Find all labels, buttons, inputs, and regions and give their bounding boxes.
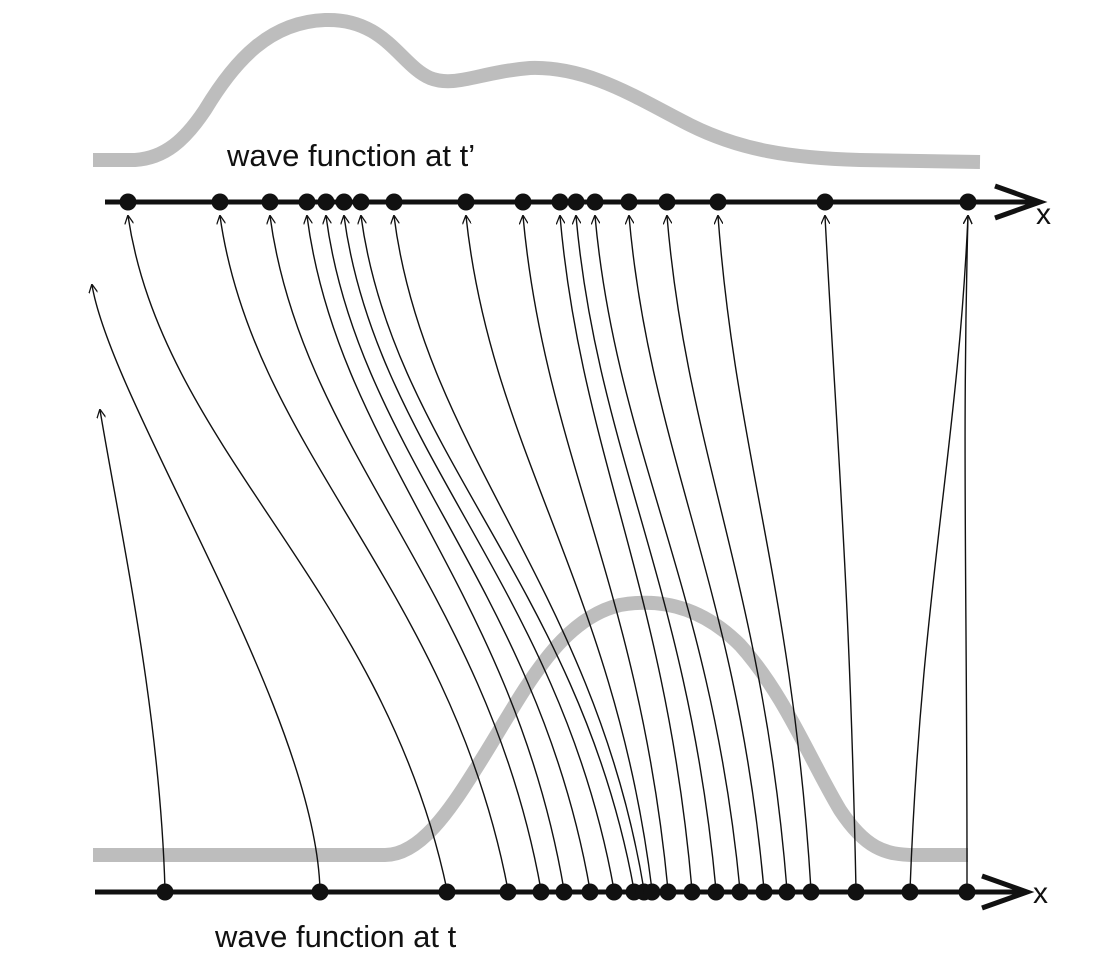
particle-dot: [847, 883, 865, 901]
top-axis-arrow-icon: [994, 183, 1048, 221]
top-axis-label: x: [1036, 198, 1051, 231]
particle-dot: [499, 883, 517, 901]
particle-dot: [261, 193, 279, 211]
particle-dot: [683, 883, 701, 901]
trajectory-line: [560, 216, 693, 891]
wave-function-bottom: [93, 595, 968, 862]
particle-dot: [298, 193, 316, 211]
particle-dot: [567, 193, 585, 211]
bottom-wave-label: wave function at t: [214, 919, 457, 954]
particle-dot: [658, 193, 676, 211]
particle-dot: [586, 193, 604, 211]
particle-dot: [778, 883, 796, 901]
trajectory-line: [825, 216, 857, 891]
particle-dot: [901, 883, 919, 901]
particle-dot: [755, 883, 773, 901]
trajectory-line: [307, 216, 565, 891]
particle-dot: [802, 883, 820, 901]
particle-dot: [438, 883, 456, 901]
trajectory-line: [361, 216, 635, 891]
particle-dot: [119, 193, 137, 211]
trajectory-line: [576, 216, 717, 891]
particle-dot: [731, 883, 749, 901]
bottom-axis-arrow-icon: [981, 873, 1035, 911]
particle-dot: [959, 193, 977, 211]
bottom-particles: [156, 883, 976, 901]
particle-dot: [643, 883, 661, 901]
top-particles: [119, 193, 977, 211]
particle-dot: [385, 193, 403, 211]
trajectory-line: [667, 216, 788, 891]
trajectory-line: [92, 285, 321, 891]
trajectory-line: [965, 216, 968, 891]
trajectory-line: [909, 216, 968, 891]
trajectory-line: [718, 216, 812, 891]
particle-dot: [707, 883, 725, 901]
particle-dot: [514, 193, 532, 211]
trajectory-line: [629, 216, 765, 891]
trajectory-line: [466, 216, 653, 891]
wave-function-top: [93, 12, 981, 169]
bottom-axis-label: x: [1033, 877, 1048, 910]
trajectory-line: [595, 216, 741, 891]
trajectory-line: [394, 216, 645, 891]
particle-dot: [551, 193, 569, 211]
particle-dot: [620, 193, 638, 211]
particle-dot: [317, 193, 335, 211]
particle-dot: [156, 883, 174, 901]
particle-dot: [581, 883, 599, 901]
trajectory-line: [220, 216, 509, 891]
particle-dot: [532, 883, 550, 901]
trajectory-line: [523, 216, 669, 891]
particle-dot: [709, 193, 727, 211]
particle-dot: [605, 883, 623, 901]
particle-dot: [211, 193, 229, 211]
particle-dot: [352, 193, 370, 211]
particle-trajectories: [92, 216, 968, 891]
trajectory-line: [344, 216, 615, 891]
particle-dot: [335, 193, 353, 211]
trajectory-line: [128, 216, 448, 891]
particle-dot: [958, 883, 976, 901]
particle-dot: [659, 883, 677, 901]
particle-dot: [816, 193, 834, 211]
top-wave-label: wave function at t’: [226, 138, 475, 173]
trajectory-line: [100, 410, 166, 891]
trajectory-line: [326, 216, 591, 891]
particle-dot: [457, 193, 475, 211]
trajectory-line: [270, 216, 542, 891]
particle-dot: [555, 883, 573, 901]
particle-dot: [311, 883, 329, 901]
